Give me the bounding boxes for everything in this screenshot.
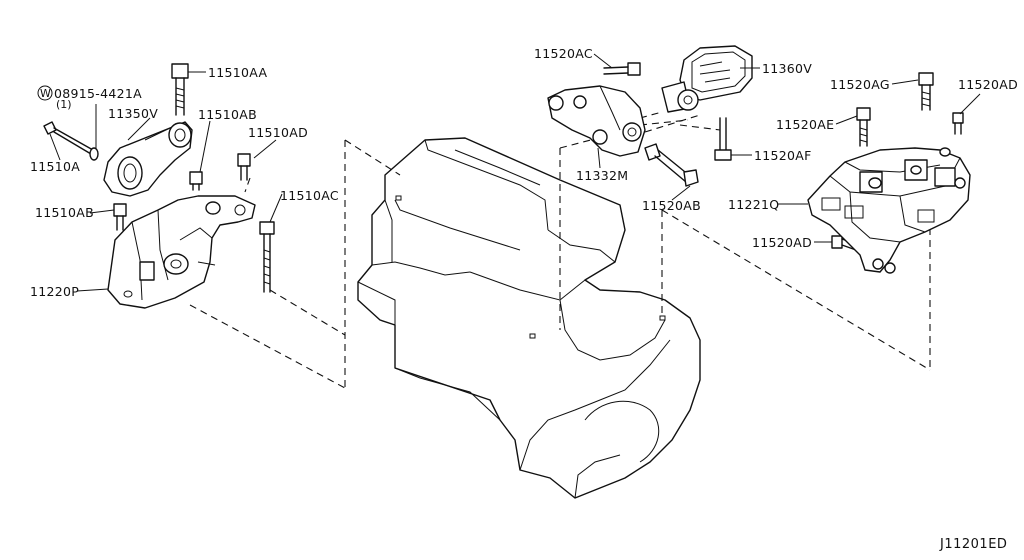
bolt-11520ab	[644, 143, 699, 187]
torque-rod-11350v	[103, 121, 193, 197]
label-11520ae: 11520AE	[776, 117, 834, 132]
washer-symbol-circle	[37, 85, 53, 101]
label-11520af: 11520AF	[754, 148, 812, 163]
engine-block	[357, 137, 701, 499]
part-labels: 11510AA W 08915-4421A (1) 11350V 11510AB…	[30, 46, 1018, 552]
label-11510a: 11510A	[30, 159, 80, 174]
label-11520ac: 11520AC	[534, 46, 593, 61]
label-08915-4421a: 08915-4421A	[54, 86, 142, 101]
label-11350v: 11350V	[108, 106, 158, 121]
label-11510ad: 11510AD	[248, 125, 308, 140]
bolt-11520ac	[603, 62, 641, 76]
bolt-11520ad-top	[952, 112, 964, 135]
mount-11360v	[661, 45, 753, 113]
bolt-11510aa	[171, 63, 189, 116]
alignment-lines	[189, 111, 931, 389]
label-11520ad-bottom: 11520AD	[752, 235, 812, 250]
washer-symbol: W	[40, 87, 51, 100]
label-11520ad-top: 11520AD	[958, 77, 1018, 92]
bolt-11510ad	[237, 153, 251, 181]
bracket-11332m	[547, 85, 646, 157]
diagram-code: J11201ED	[939, 537, 1007, 552]
leader-lines	[49, 53, 981, 292]
bolt-11510ab-left	[113, 203, 127, 231]
label-11510aa: 11510AA	[208, 65, 267, 80]
label-11510ac: 11510AC	[280, 188, 339, 203]
label-11520ab: 11520AB	[642, 198, 701, 213]
label-quantity: (1)	[56, 98, 72, 111]
label-11360v: 11360V	[762, 61, 812, 76]
washer-08915	[89, 147, 99, 161]
label-11221q: 11221Q	[728, 197, 779, 212]
bolt-11510a	[43, 121, 94, 155]
bolt-11520af	[714, 117, 732, 161]
label-11220p: 11220P	[30, 284, 79, 299]
bolt-11510ac	[259, 221, 275, 293]
bolt-11510ab-top	[189, 171, 203, 191]
bolt-11520ag	[918, 72, 934, 111]
label-11510ab-top: 11510AB	[198, 107, 257, 122]
label-11520ag: 11520AG	[830, 77, 890, 92]
label-11332m: 11332M	[576, 168, 628, 183]
label-11510ab-left: 11510AB	[35, 205, 94, 220]
bracket-11220p	[107, 195, 256, 309]
bracket-11221q	[807, 147, 971, 274]
bolt-11520ae	[856, 107, 871, 147]
